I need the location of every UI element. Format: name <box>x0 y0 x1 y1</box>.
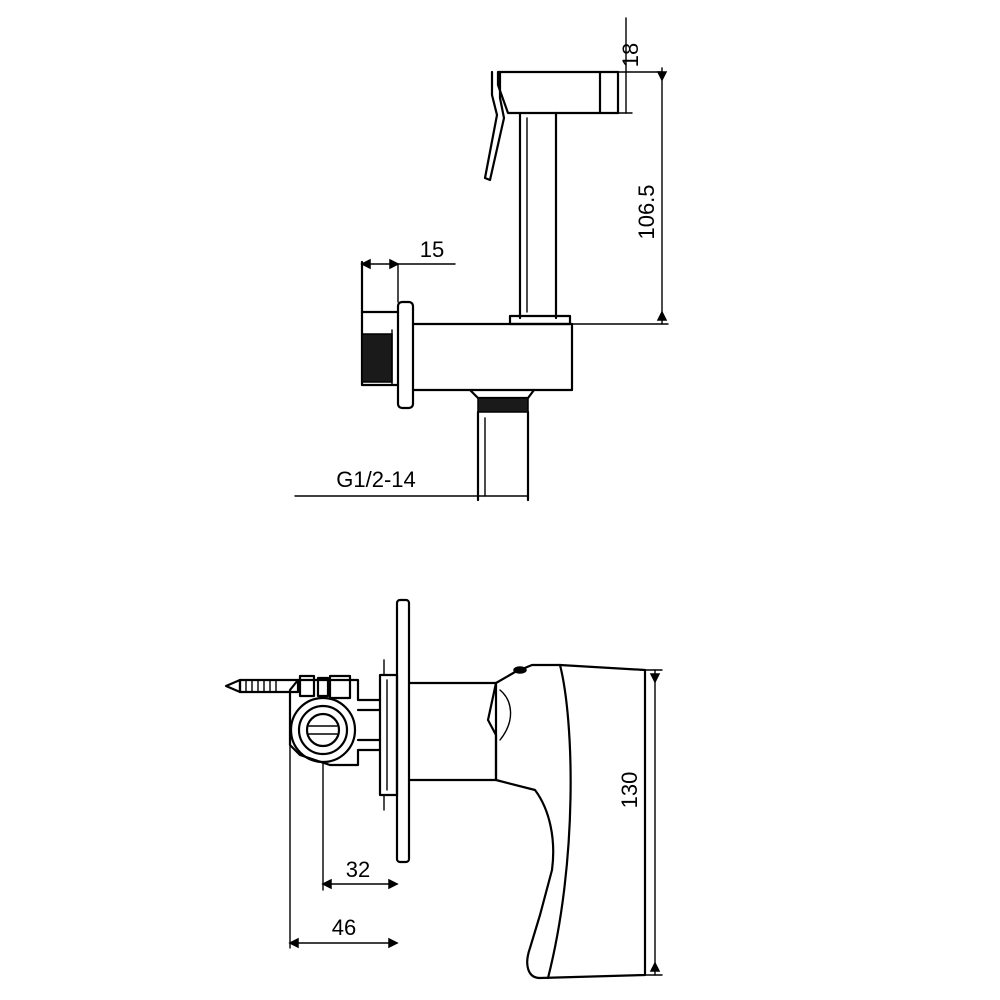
hand-spray-assembly <box>483 70 620 326</box>
dimension-lines-top <box>294 17 669 497</box>
dim-label-15: 15 <box>420 237 444 262</box>
mixer-valve-assembly <box>224 598 411 864</box>
dimension-lines-bottom <box>288 669 663 976</box>
valve-body <box>288 678 382 767</box>
dim-label-46: 46 <box>332 915 356 940</box>
valve-port-outer <box>289 696 357 764</box>
cover-plate <box>395 598 411 864</box>
spray-head-outline <box>496 70 602 115</box>
dim-label-106-5: 106.5 <box>634 184 659 239</box>
thread-hatch-bottom <box>477 397 529 413</box>
dim-label-18: 18 <box>618 43 643 67</box>
wall-holder-assembly <box>360 260 574 502</box>
thread-hatch-left <box>361 333 393 383</box>
spray-trigger <box>483 70 506 182</box>
wall-plate <box>396 300 415 410</box>
dim-label-130: 130 <box>617 772 642 809</box>
dim-label-thread: G1/2-14 <box>336 467 416 492</box>
lever-outline <box>486 663 647 980</box>
holder-body <box>411 322 574 392</box>
mixer-handle <box>407 663 647 980</box>
dim-label-32: 32 <box>346 857 370 882</box>
